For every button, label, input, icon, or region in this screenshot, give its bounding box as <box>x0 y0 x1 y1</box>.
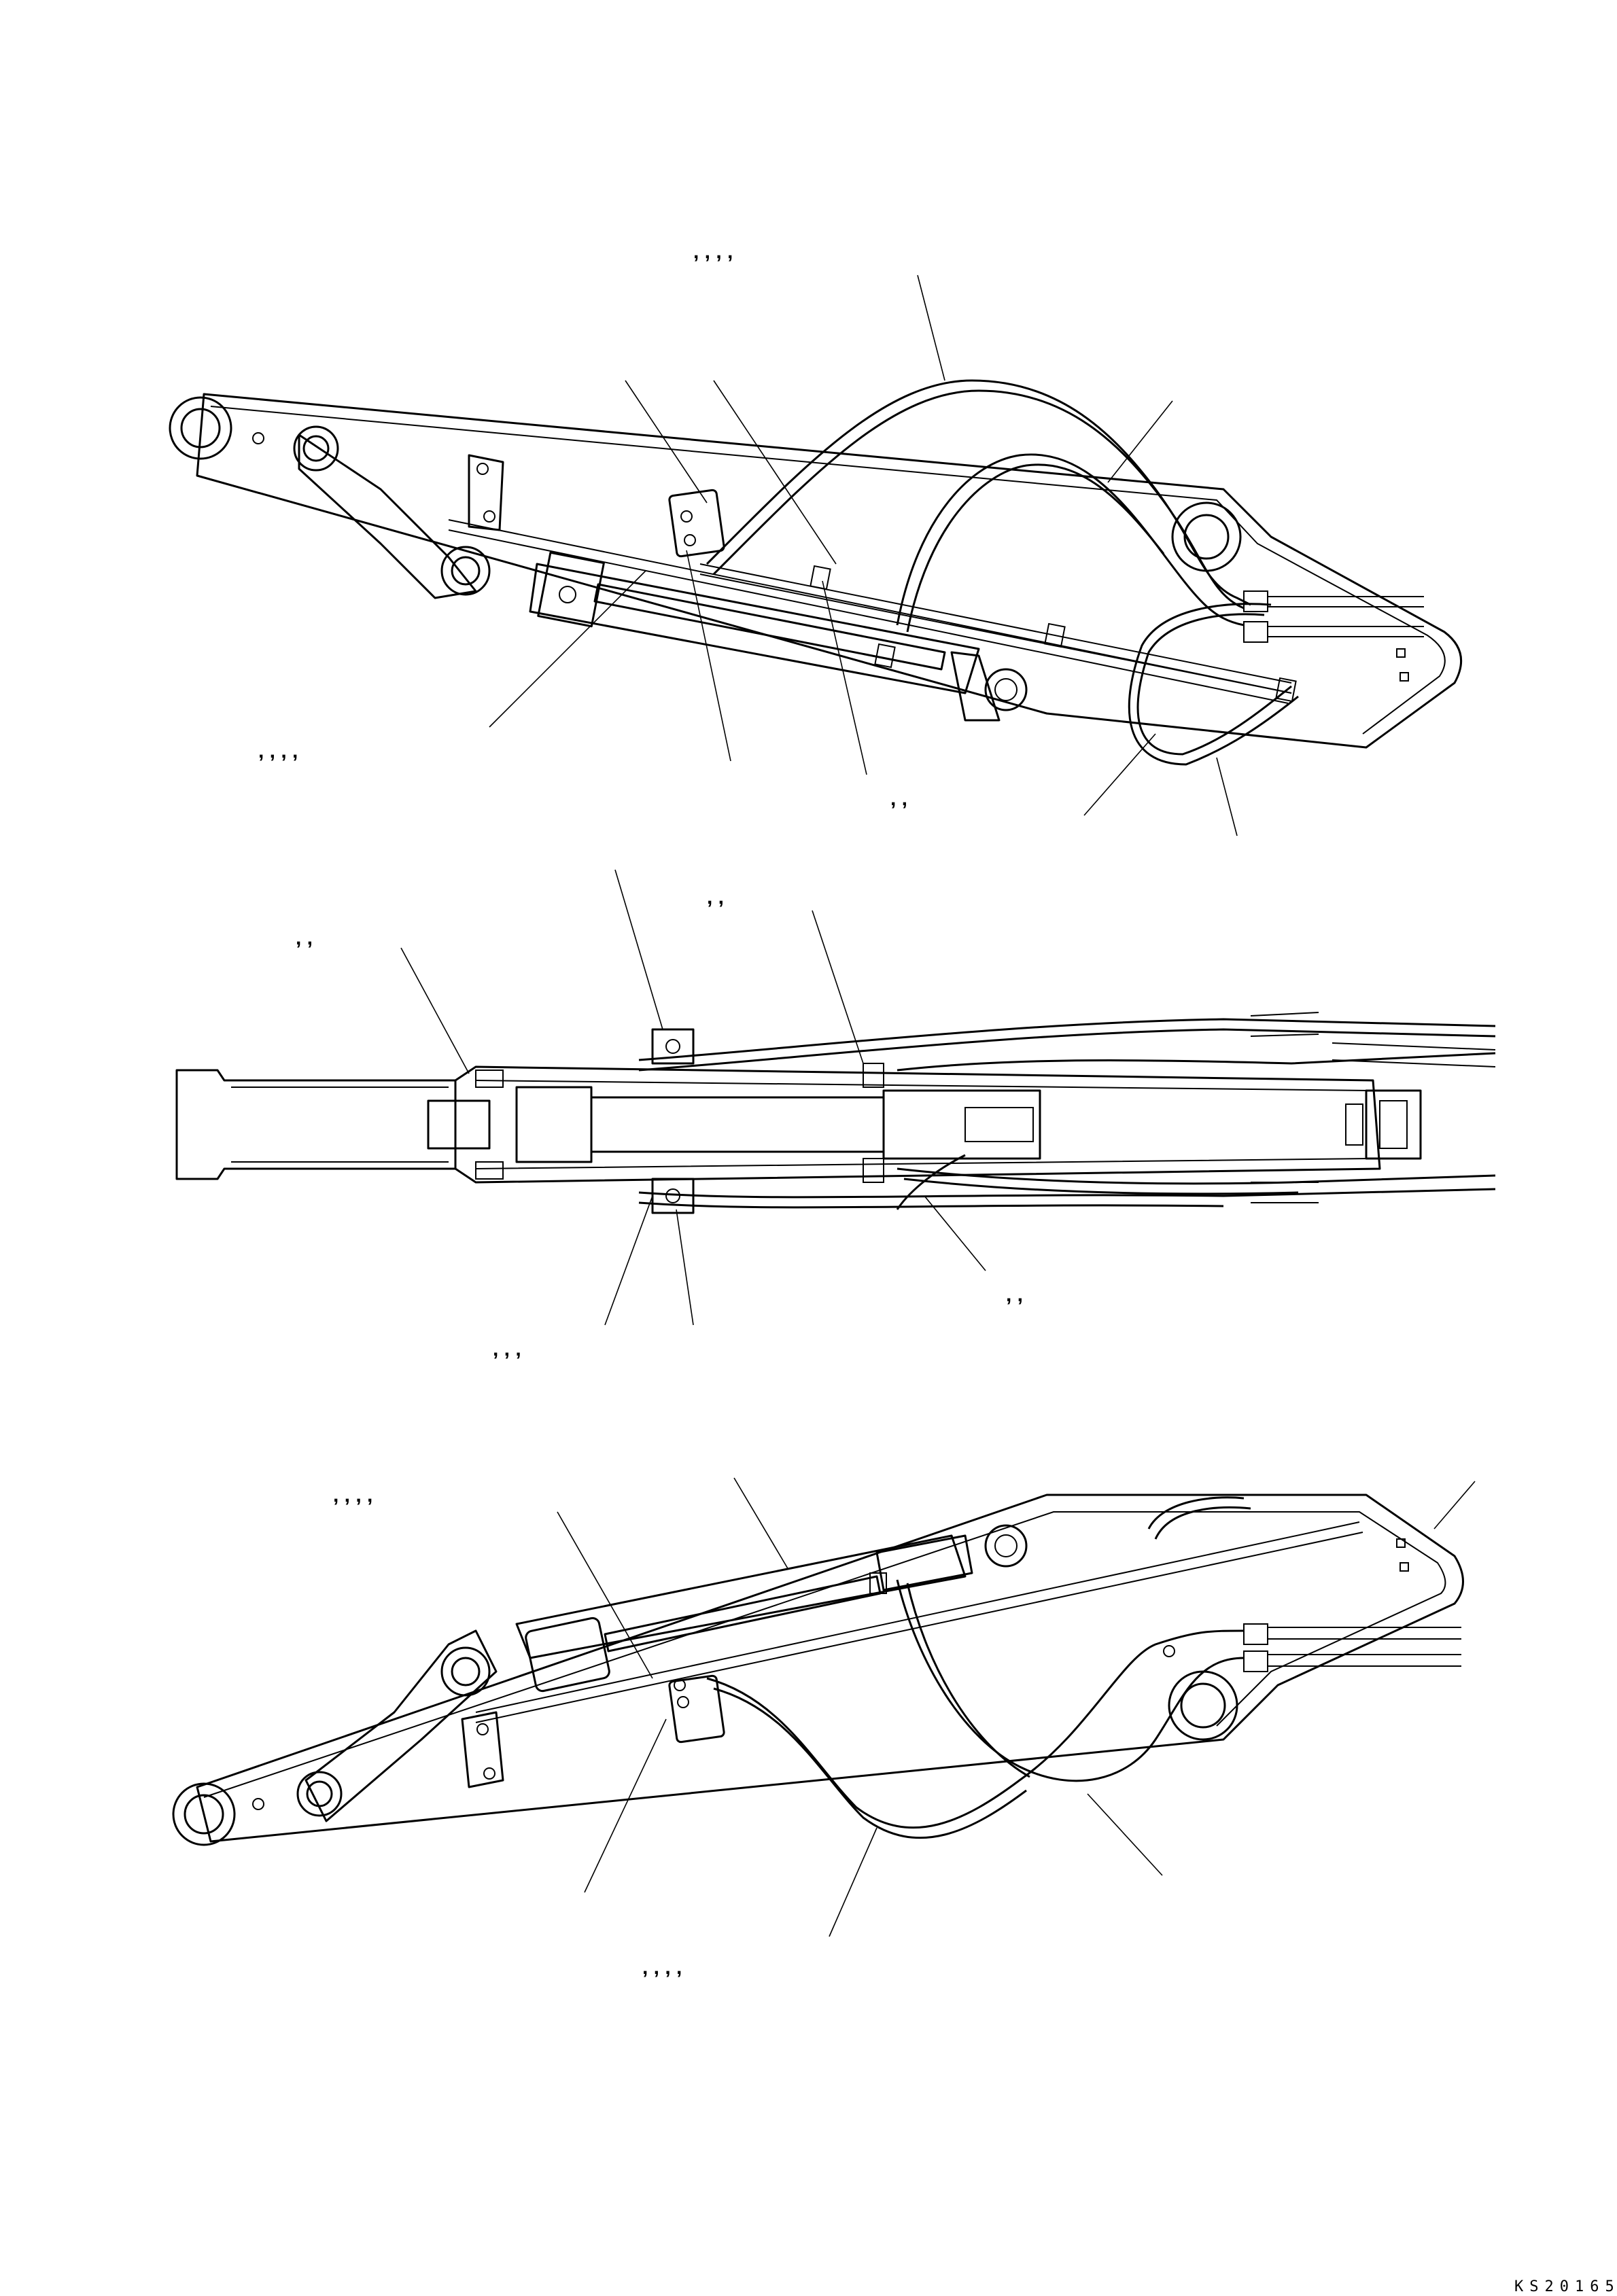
top-callout-right: , , <box>1006 1284 1023 1306</box>
upper-callout-bottom: , , <box>890 788 907 810</box>
upper-callout-top: , , , , <box>693 241 733 263</box>
lower-callout-top: , , , , <box>333 1484 372 1506</box>
lower-callout-bottom: , , , , <box>642 1956 682 1979</box>
top-callout-top: , , <box>707 886 724 908</box>
boom-top-view: , , , , , , , , , <box>175 869 1496 1360</box>
top-callout-left: , , <box>296 927 313 949</box>
boom-side-view-lower: , , , , , , , , <box>172 1477 1476 1979</box>
top-callout-bottom: , , , <box>493 1338 521 1360</box>
drawing-code: KS201652 <box>1514 2278 1617 2295</box>
boom-side-view-upper: , , , , , , , , , , <box>169 241 1463 836</box>
upper-callout-left: , , , , <box>258 740 298 762</box>
